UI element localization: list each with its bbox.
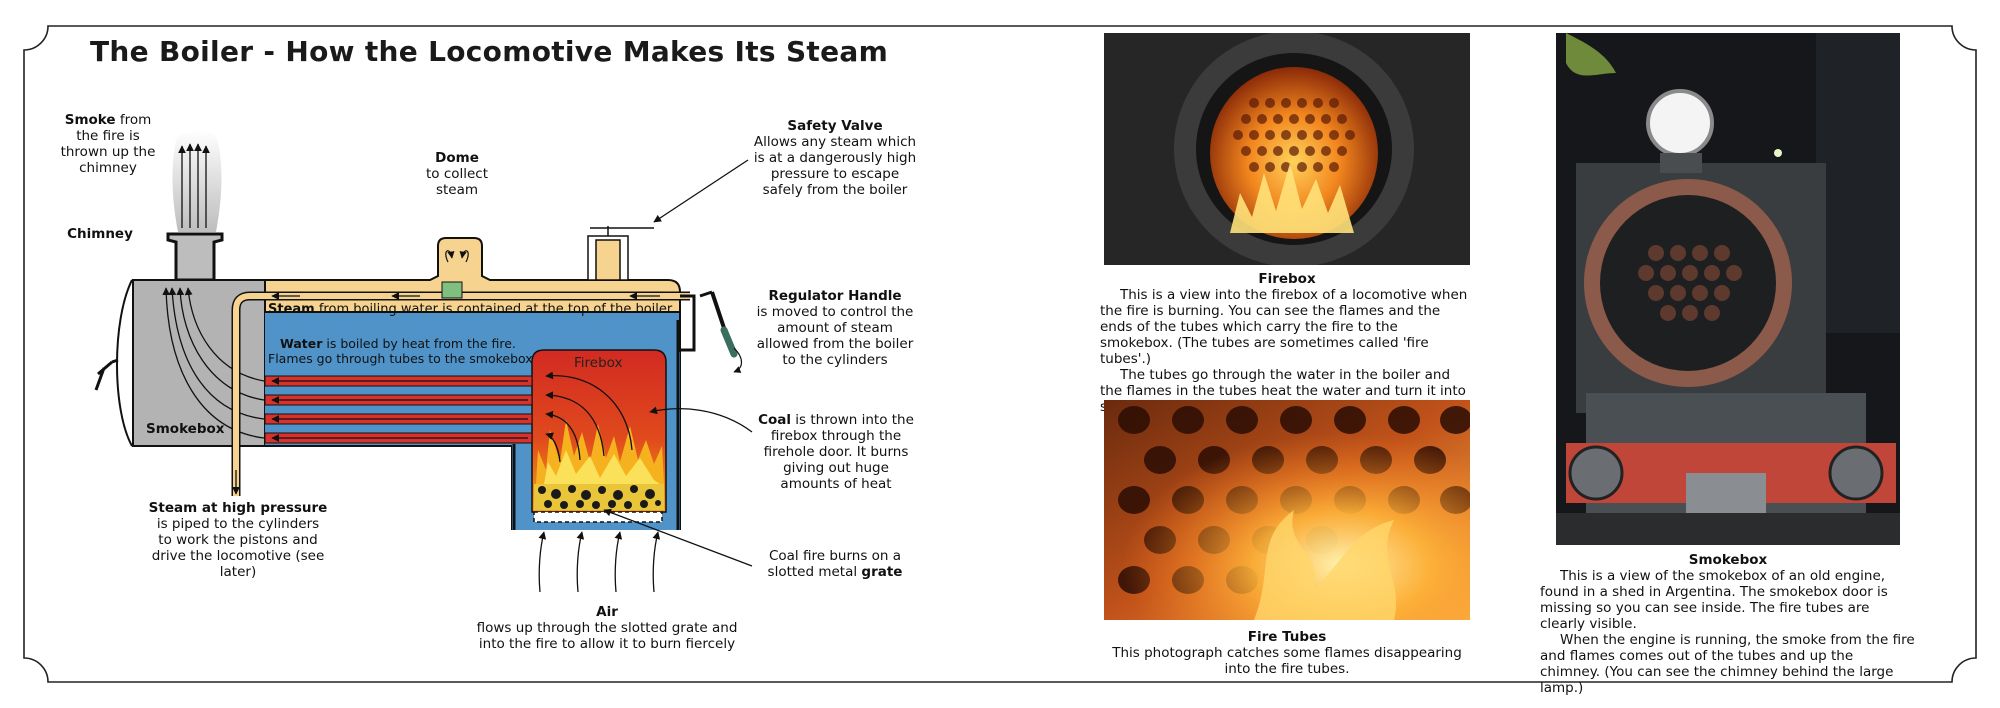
grate-label: Coal fire burns on a slotted metal grate (767, 548, 903, 580)
coal-label: Coal is thrown into the firebox through … (758, 412, 914, 492)
boiler-diagram (94, 130, 753, 593)
page-title: The Boiler - How the Locomotive Makes It… (90, 35, 889, 68)
steam-in-boiler-label: Steam from boiling water is contained at… (268, 302, 673, 317)
water-in-boiler-label: Water is boiled by heat from the fire. F… (268, 336, 533, 366)
fire-tubes-caption-p1: This photograph catches some flames disa… (1112, 645, 1462, 677)
chimney (166, 232, 224, 282)
safety-valve (587, 226, 654, 281)
firebox-diagram-label: Firebox (574, 355, 623, 371)
smokebox-photo (1556, 33, 1900, 545)
firebox-caption-heading: Firebox (1258, 271, 1316, 287)
regulator-valve (441, 281, 463, 299)
smokebox (132, 279, 266, 447)
smoke-plume (172, 130, 222, 232)
smoke-label: Smoke from the fire is thrown up the chi… (60, 112, 156, 176)
fire-tubes-caption: Fire Tubes This photograph catches some … (1100, 629, 1474, 677)
firebox-photo (1104, 33, 1470, 265)
firebox-caption-p1: This is a view into the firebox of a loc… (1100, 287, 1468, 367)
smokebox-door (116, 279, 133, 447)
smokebox-caption-p2: When the engine is running, the smoke fr… (1540, 632, 1915, 696)
smokebox-caption-heading: Smokebox (1688, 552, 1768, 568)
fire-tubes-caption-heading: Fire Tubes (1247, 629, 1327, 645)
smokebox-caption-p1: This is a view of the smokebox of an old… (1540, 568, 1888, 632)
door-handle (94, 358, 119, 391)
grate (533, 511, 663, 523)
water-space (265, 312, 680, 520)
fire-tubes-photo (1104, 400, 1470, 620)
smokebox-caption: Smokebox This is a view of the smokebox … (1540, 552, 1916, 696)
firebox-caption-p2: The tubes go through the water in the bo… (1100, 367, 1466, 415)
lamp (1646, 89, 1714, 157)
smokebox-diagram-label: Smokebox (146, 421, 225, 437)
chimney-label: Chimney (67, 226, 133, 242)
firebox-caption: Firebox This is a view into the firebox … (1100, 271, 1474, 415)
